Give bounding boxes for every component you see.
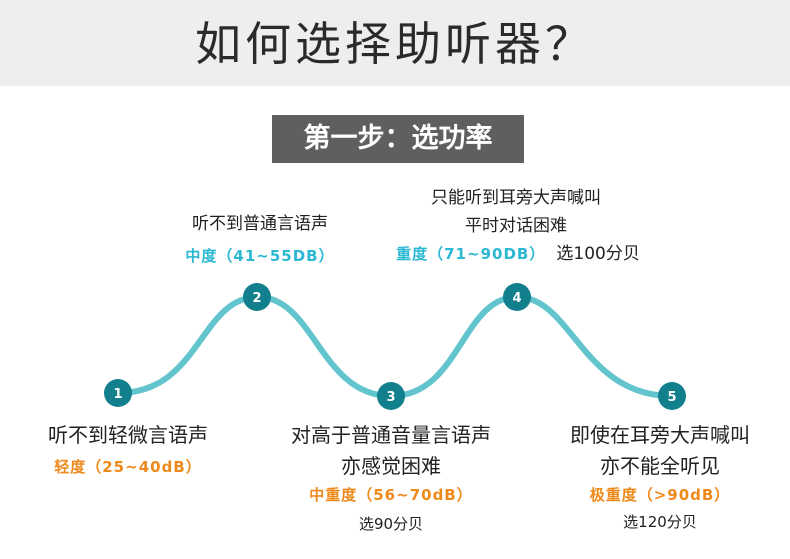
svg-text:3: 3 — [386, 390, 395, 405]
step-dot-2: 2 — [243, 283, 271, 311]
point-2-description: 听不到普通言语声 — [192, 214, 328, 234]
point-3-recommendation: 选90分贝 — [358, 515, 424, 533]
point-2-level: 中度（41~55DB） — [185, 247, 335, 265]
point-5-description-line2: 亦不能全听见 — [600, 454, 720, 478]
point-1-level: 轻度（25~40dB） — [54, 458, 202, 476]
step-dot-4: 4 — [503, 283, 531, 311]
point-4-description-line2: 平时对话困难 — [465, 216, 567, 236]
page-title: 如何选择助听器？ — [195, 17, 595, 71]
step-dot-3: 3 — [377, 382, 405, 410]
point-3-description: 对高于普通音量言语声 — [291, 423, 491, 447]
point-4-recommendation: 选100分贝 — [556, 244, 640, 264]
point-4-description: 只能听到耳旁大声喊叫 — [431, 188, 601, 208]
step-dot-5: 5 — [658, 382, 686, 410]
step-label: 第一步：选功率 — [272, 115, 524, 163]
svg-text:5: 5 — [667, 390, 676, 405]
svg-text:1: 1 — [113, 387, 122, 402]
point-4-level: 重度（71~90DB） — [396, 245, 546, 263]
point-5-description: 即使在耳旁大声喊叫 — [570, 423, 750, 447]
point-5-level: 极重度（>90dB） — [589, 486, 731, 504]
point-1-description: 听不到轻微言语声 — [48, 423, 208, 447]
point-3-level: 中重度（56~70dB） — [309, 486, 473, 504]
svg-text:4: 4 — [512, 291, 521, 306]
title-banner: 如何选择助听器？ — [0, 0, 790, 86]
point-3-description-line2: 亦感觉困难 — [341, 454, 441, 478]
point-4-level-row: 重度（71~90DB） 选100分贝 — [378, 242, 658, 266]
step-dot-1: 1 — [104, 379, 132, 407]
wave-curve — [115, 293, 675, 400]
point-5-recommendation: 选120分贝 — [623, 513, 697, 531]
svg-text:2: 2 — [252, 291, 261, 306]
